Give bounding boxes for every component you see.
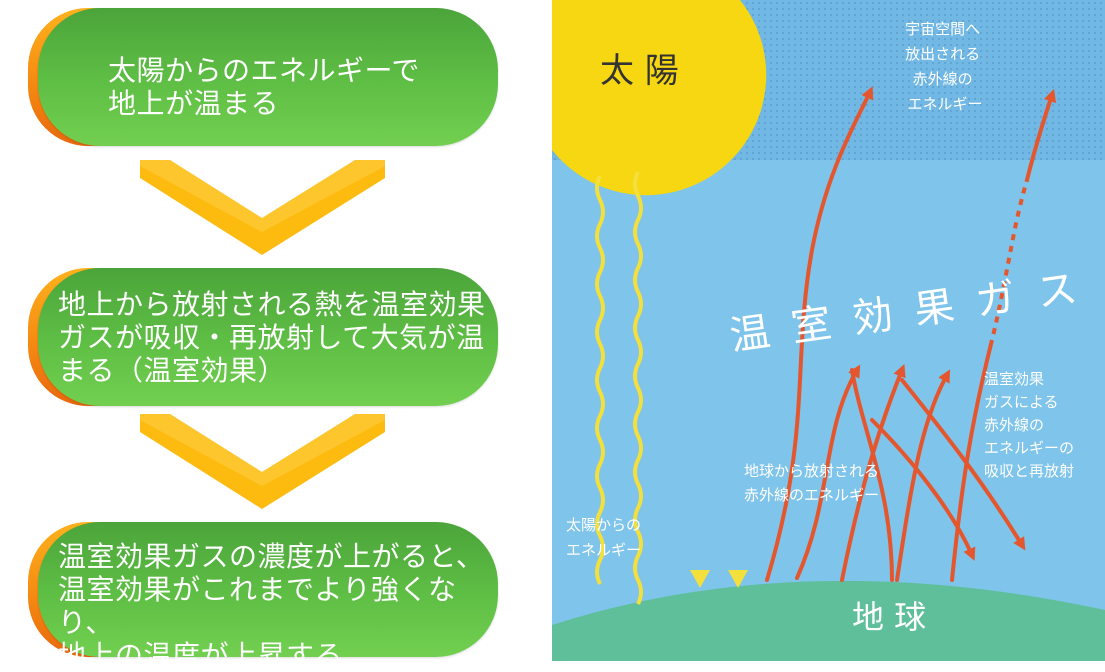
sun-label: 太 陽 [600, 51, 679, 91]
ir-arrow [840, 364, 906, 582]
solar-label: 太陽からの エネルギー [566, 516, 646, 559]
down-chevron-icon [140, 414, 385, 509]
step-box [38, 268, 498, 406]
step-1-text: 太陽からのエネルギーで 地上が温まる [108, 54, 420, 120]
ir-arrow [850, 368, 894, 582]
solar-arrowhead [690, 570, 710, 588]
step-box [38, 522, 498, 657]
earth-label: 地 球 [852, 598, 926, 636]
ghg-absorb-label: 温室効果 ガスによる 赤外線の エネルギーの 吸収と再放射 [984, 370, 1079, 480]
ir-arrow [895, 369, 951, 582]
ground-ir-label: 地球から放射される 赤外線のエネルギー [744, 462, 884, 504]
ir-arrow [900, 378, 1026, 551]
step-2-text: 地上から放射される熱を温室効果 ガスが吸収・再放射して大気が温 まる（温室効果） [58, 288, 486, 387]
earth [552, 580, 1105, 661]
step-box [38, 8, 498, 146]
solar-arrowhead [728, 570, 748, 588]
ir-arrow-escape [765, 86, 874, 582]
flow-step-2: 地上から放射される熱を温室効果 ガスが吸収・再放射して大気が温 まる（温室効果） [28, 268, 498, 406]
solar-wave [595, 175, 605, 585]
sun [552, 0, 767, 196]
down-chevron-icon [140, 160, 385, 255]
flow-step-1: 太陽からのエネルギーで 地上が温まる [28, 8, 498, 146]
solar-wave [633, 171, 643, 605]
step-3-text: 温室効果ガスの濃度が上がると、 温室効果がこれまでより強くなり、 地上の温度が上… [58, 540, 485, 672]
space-label: 宇宙空間へ 放出される 赤外線の エネルギー [905, 20, 985, 113]
ir-arrow-escape [950, 88, 1057, 582]
flow-step-3: 温室効果ガスの濃度が上がると、 温室効果がこれまでより強くなり、 地上の温度が上… [28, 522, 498, 672]
greenhouse-effect-illustration: 太 陽 宇宙空間へ 放出される 赤外線の エネルギー 温室効果ガス 温室効果 ガ… [552, 0, 1105, 661]
ir-arrow [795, 364, 861, 580]
ir-arrow [870, 418, 976, 561]
